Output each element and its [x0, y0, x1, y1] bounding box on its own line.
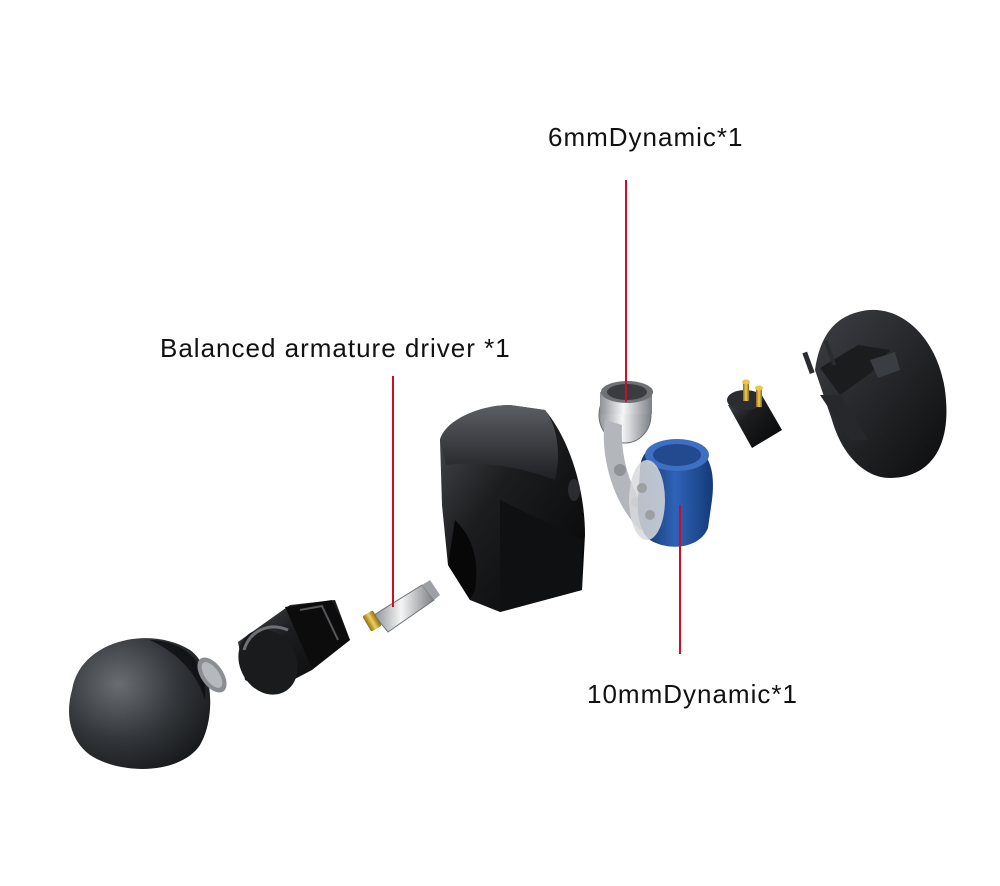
label-balanced-armature-driver: Balanced armature driver *1: [160, 333, 511, 363]
dynamic-driver-10mm: [629, 439, 713, 547]
filter-mesh: [197, 657, 227, 693]
label-10mm-dynamic: 10mmDynamic*1: [587, 679, 798, 709]
faceplate: [802, 309, 947, 478]
pin-connector: [727, 379, 782, 448]
ear-tip: [69, 638, 211, 769]
main-shell: [440, 405, 585, 612]
sound-nozzle: [238, 600, 350, 695]
label-6mm-dynamic: 6mmDynamic*1: [548, 122, 744, 152]
balanced-armature-driver: [363, 580, 440, 633]
leader-lines: [392, 180, 681, 654]
